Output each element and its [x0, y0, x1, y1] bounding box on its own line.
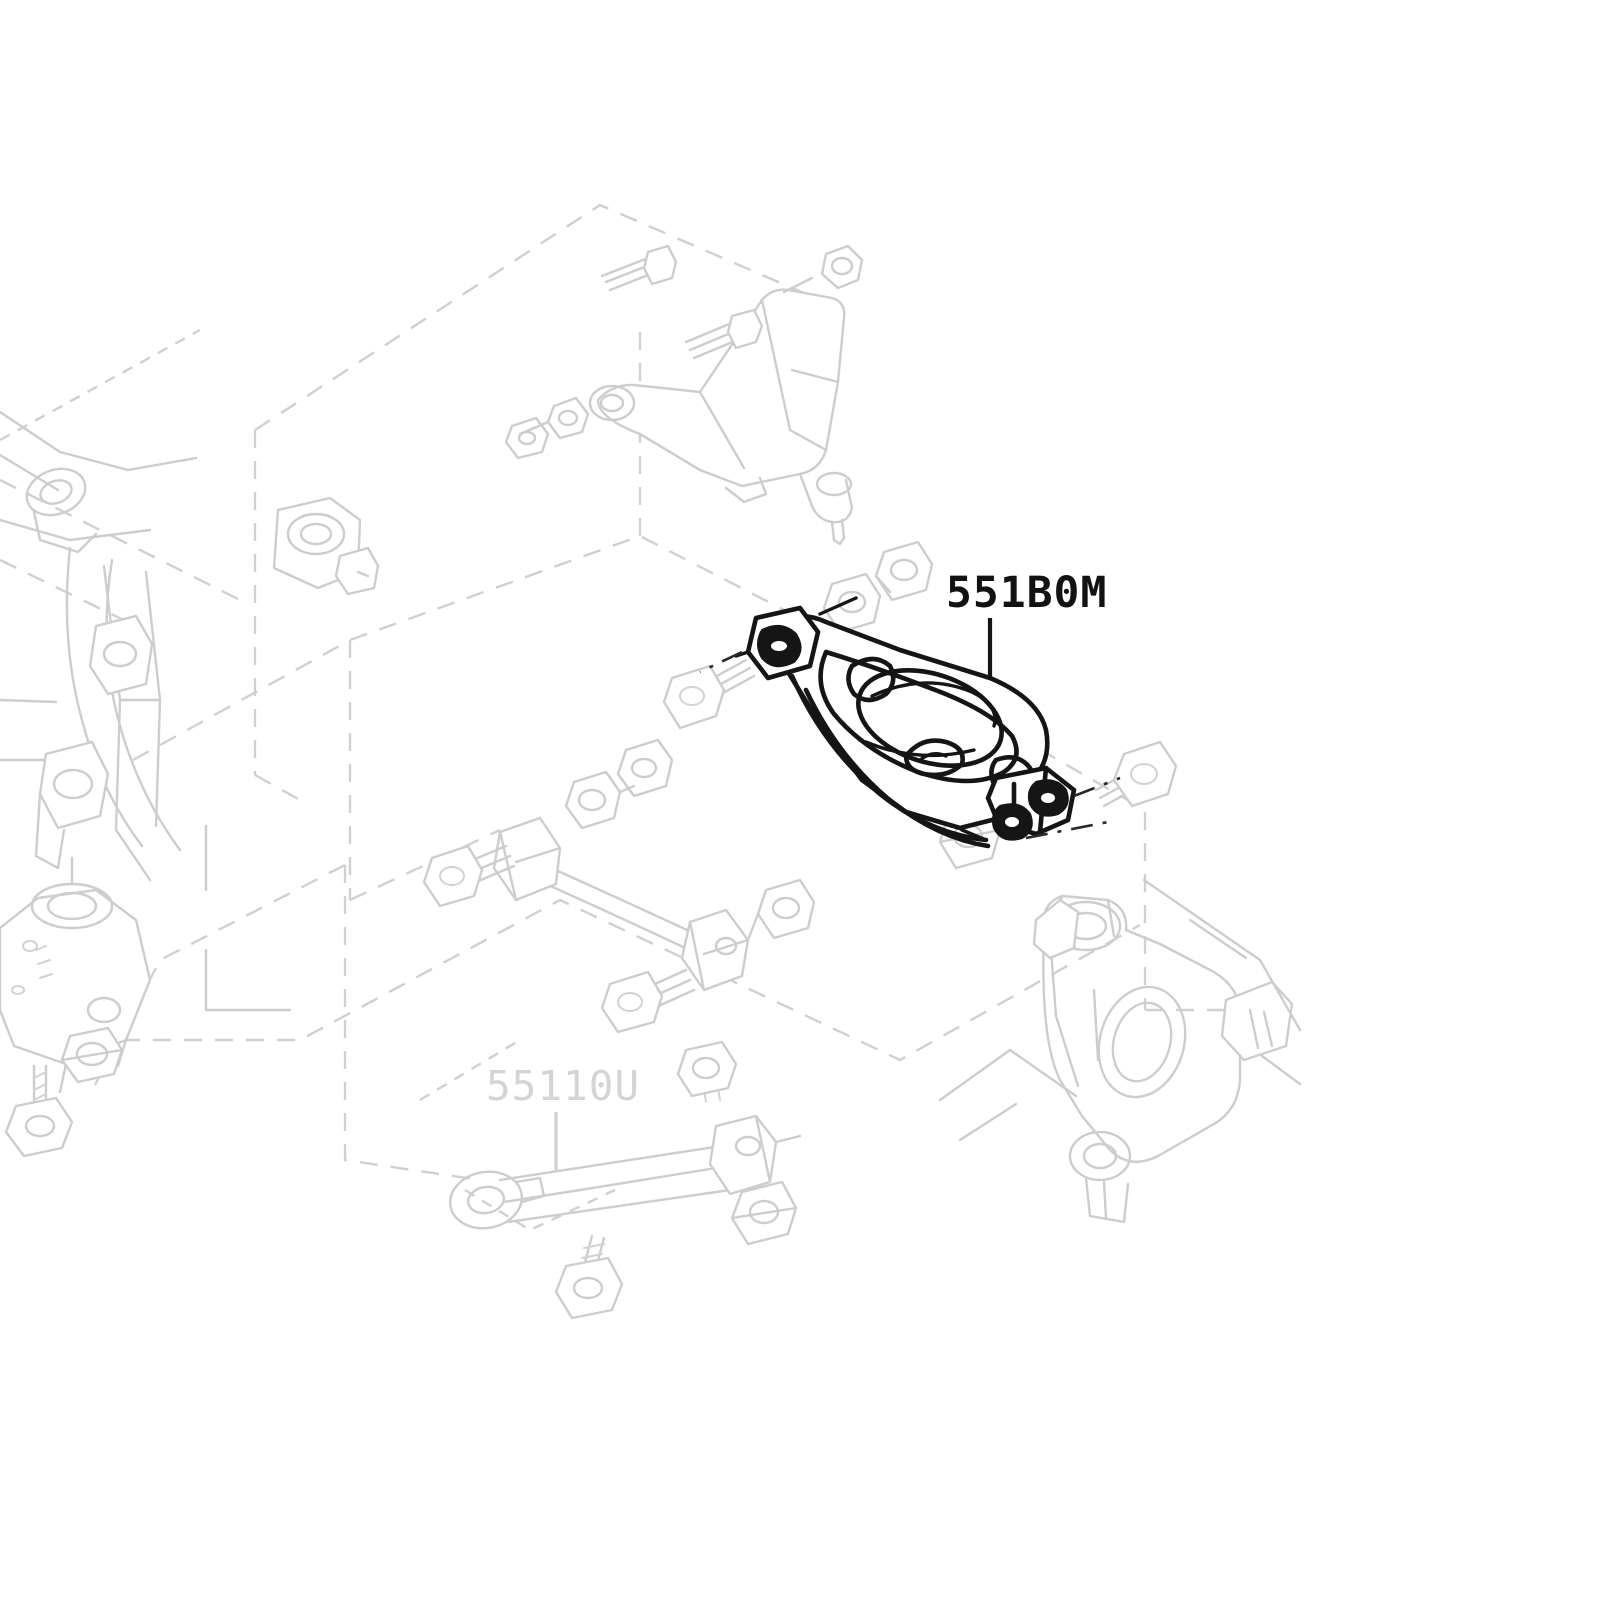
- rear-knuckle-hub-carrier: [938, 878, 1302, 1224]
- part-number-55110u[interactable]: 55110U: [486, 1062, 641, 1110]
- rear-lateral-link: [422, 738, 816, 1034]
- part-number-551b0m[interactable]: 551B0M: [946, 568, 1108, 618]
- rear-subframe-bracket: [0, 410, 380, 1158]
- upper-arm-fasteners: [504, 244, 864, 460]
- assembly-guide-lines: [0, 203, 1290, 1232]
- rear-lower-control-arm[interactable]: [699, 596, 1121, 849]
- rear-upper-control-arm: [588, 288, 854, 546]
- rear-trailing-link: [449, 1040, 802, 1320]
